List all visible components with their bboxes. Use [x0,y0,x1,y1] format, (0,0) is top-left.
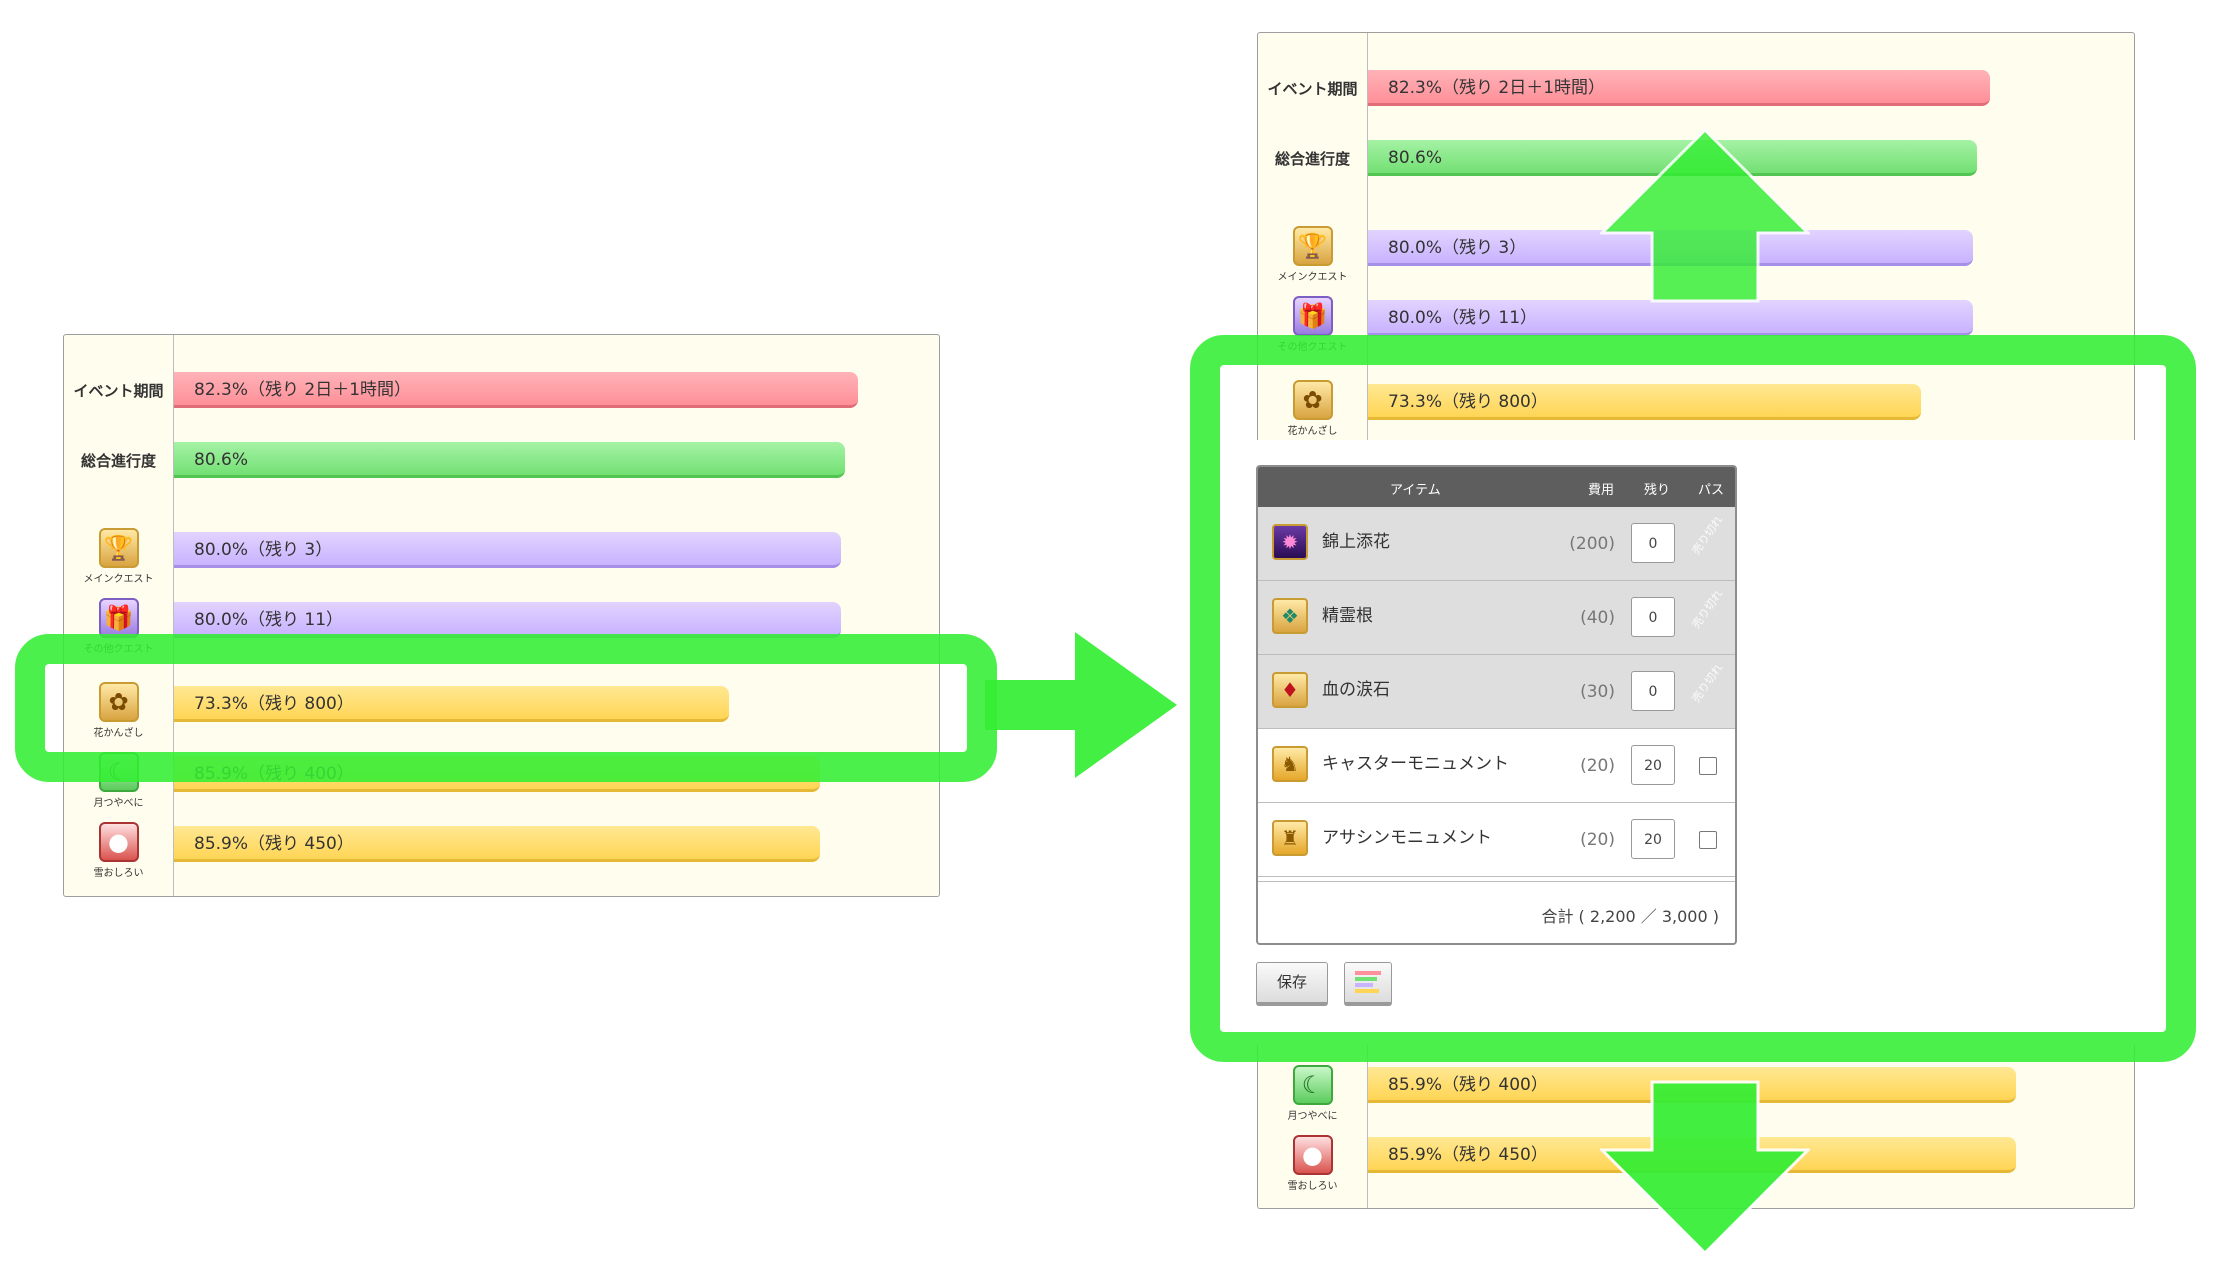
progress-panel-left: イベント期間 82.3%（残り 2日＋1時間） 総合進行度 80.6% 🏆 メイ… [63,334,940,897]
bar-main-quest: 80.0%（残り 3） [174,532,841,568]
blood-stone-icon: ♦ [1272,672,1308,708]
quantity-input[interactable]: 0 [1631,597,1675,637]
compact-icon: ● [1292,1135,1333,1175]
pass-checkbox[interactable] [1699,831,1717,849]
goblet-icon: 🏆 [98,528,139,568]
item-row: ♜ アサシンモニュメント (20) 20 [1258,803,1735,877]
label-column [64,335,174,896]
arrow-down-icon [1600,1080,1810,1255]
bar-event-period: 82.3%（残り 2日＋1時間） [174,372,858,408]
moon-rouge-icon-cell: ☾ 月つやべに [1258,1065,1367,1122]
item-row: ✹ 錦上添花 (200) 0 売り切れ [1258,507,1735,581]
bar-other-quest: 80.0%（残り 11） [174,602,841,638]
compact-icon: ● [98,822,139,862]
header-pass: パス [1698,483,1725,498]
highlight-frame-left [15,634,997,782]
gift-box-icon: 🎁 [98,598,139,638]
quantity-input[interactable]: 20 [1631,745,1675,785]
hairpin-icon-cell: ✿ 花かんざし [64,682,173,739]
main-quest-icon-cell: 🏆 メインクエスト [64,528,173,585]
hairpin-icon-cell: ✿ 花かんざし [1258,380,1367,437]
assassin-monument-icon: ♜ [1272,820,1308,856]
item-table-header: アイテム 費用 残り パス [1258,467,1735,507]
chart-toggle-button[interactable] [1344,962,1392,1006]
quantity-input[interactable]: 0 [1631,671,1675,711]
main-quest-icon-cell: 🏆 メインクエスト [1258,226,1367,283]
row-label-total-progress: 総合進行度 [1274,150,1350,168]
save-button[interactable]: 保存 [1256,962,1328,1006]
bar-hairpin: 73.3%（残り 800） [1368,384,1921,420]
bar-snow-powder: 85.9%（残り 450） [174,826,820,862]
arrow-up-icon [1600,128,1810,303]
highlight-frame-right [1190,335,2196,1062]
row-label-event-period: イベント期間 [73,382,164,400]
pass-checkbox[interactable] [1699,757,1717,775]
header-cost: 費用 [1588,483,1615,498]
flower-icon: ✹ [1272,524,1308,560]
bar-hairpin: 73.3%（残り 800） [174,686,729,722]
caster-monument-icon: ♞ [1272,746,1308,782]
label-column [1258,33,1368,440]
quantity-input[interactable]: 20 [1631,819,1675,859]
exchange-item-dialog: アイテム 費用 残り パス ✹ 錦上添花 (200) 0 売り切れ ❖ 精霊根 … [1256,465,1737,945]
cost-total: 合計 ( 2,200 ／ 3,000 ) [1541,907,1719,926]
spirit-root-icon: ❖ [1272,598,1308,634]
item-row: ♞ キャスターモニュメント (20) 20 [1258,729,1735,803]
bar-event-period: 82.3%（残り 2日＋1時間） [1368,70,1990,106]
total-divider [1258,881,1735,882]
moon-icon: ☾ [1292,1065,1333,1105]
quantity-input[interactable]: 0 [1631,523,1675,563]
hairpin-icon: ✿ [1292,380,1333,420]
bar-other-quest: 80.0%（残り 11） [1368,300,1973,336]
item-row: ❖ 精霊根 (40) 0 売り切れ [1258,581,1735,655]
header-item: アイテム [1390,483,1441,498]
header-remain: 残り [1644,483,1671,498]
snow-powder-icon-cell: ● 雪おしろい [64,822,173,879]
row-label-total-progress: 総合進行度 [80,452,156,470]
snow-powder-icon-cell: ● 雪おしろい [1258,1135,1367,1192]
bar-chart-icon [1355,971,1381,993]
gift-box-icon: 🎁 [1292,296,1333,336]
row-label-event-period: イベント期間 [1267,80,1358,98]
bar-total-progress: 80.6% [174,442,845,478]
item-row: ♦ 血の涙石 (30) 0 売り切れ [1258,655,1735,729]
goblet-icon: 🏆 [1292,226,1333,266]
label-column [1258,1045,1368,1208]
arrow-right-icon [985,632,1177,778]
hairpin-icon: ✿ [98,682,139,722]
